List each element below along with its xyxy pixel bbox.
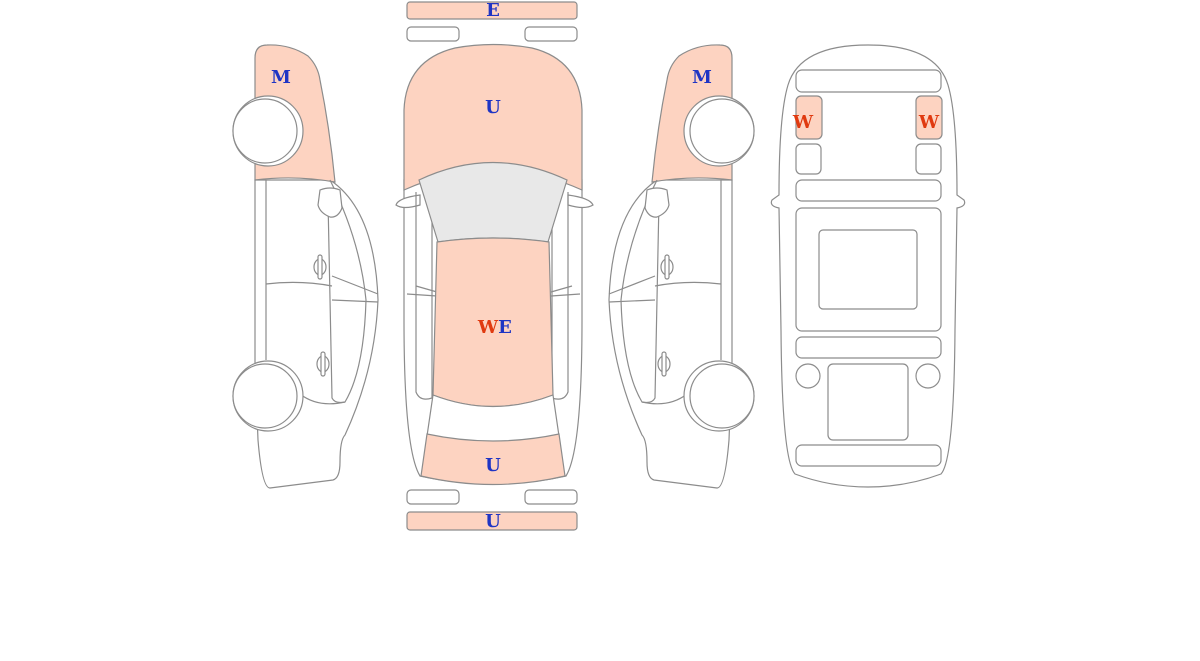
right-front-wheel: [689, 98, 755, 164]
underside-right-block: [915, 143, 942, 175]
front-bumper-panel[interactable]: [406, 1, 578, 20]
front-left-light: [406, 26, 460, 42]
underside-tank-panel: [827, 363, 909, 441]
underside-left-block: [795, 143, 822, 175]
car-right-side-view: M: [608, 44, 755, 489]
left-door-handle-rear: [316, 351, 330, 377]
left-mirror-side: [317, 187, 343, 218]
left-front-wheel: [232, 98, 298, 164]
underside-left-rear-mount: [795, 363, 821, 389]
rear-right-light: [524, 489, 578, 505]
underside-right-code: W: [918, 112, 940, 133]
underside-rear-cross-member: [795, 336, 942, 359]
trunk-code: U: [485, 455, 501, 476]
underside-cross-member: [795, 179, 942, 202]
windshield: [418, 162, 568, 243]
underside-center-panel: [818, 229, 918, 310]
left-door-lines: [265, 180, 379, 360]
right-mirror: [567, 194, 594, 209]
right-mirror-side: [644, 187, 670, 218]
rear-bumper-code: U: [485, 511, 501, 532]
left-door-handle-front: [313, 254, 327, 280]
front-right-light: [524, 26, 578, 42]
right-door-handle-rear: [657, 351, 671, 377]
left-rear-wheel: [232, 363, 298, 429]
car-top-view: E U W E U U: [395, 0, 594, 532]
door-handles-top: [406, 285, 581, 297]
car-underside-view: W W: [770, 44, 966, 488]
underside-right-suspension-panel[interactable]: [915, 95, 943, 140]
underside-rear-bar: [795, 444, 942, 467]
right-door-lines: [608, 180, 722, 360]
car-left-side-view: M: [232, 44, 379, 489]
hood-code: U: [485, 97, 501, 118]
right-side-body-outline: [608, 179, 733, 489]
rear-left-light: [406, 489, 460, 505]
left-mirror: [395, 194, 421, 209]
right-door-handle-front: [660, 254, 674, 280]
rear-bumper-panel[interactable]: [406, 511, 578, 531]
front-bumper-code: E: [486, 0, 500, 21]
underside-right-rear-mount: [915, 363, 941, 389]
underside-left-suspension-panel[interactable]: [795, 95, 823, 140]
left-fender-code: M: [271, 67, 291, 88]
roof-code-w: W: [477, 317, 499, 338]
trunk-panel[interactable]: [420, 433, 566, 486]
left-side-body-outline: [254, 179, 379, 489]
roof-code-e: E: [498, 317, 512, 338]
underside-left-code: W: [792, 112, 814, 133]
right-rear-wheel: [689, 363, 755, 429]
underside-front-bar: [795, 69, 942, 93]
right-fender-code: M: [692, 67, 712, 88]
